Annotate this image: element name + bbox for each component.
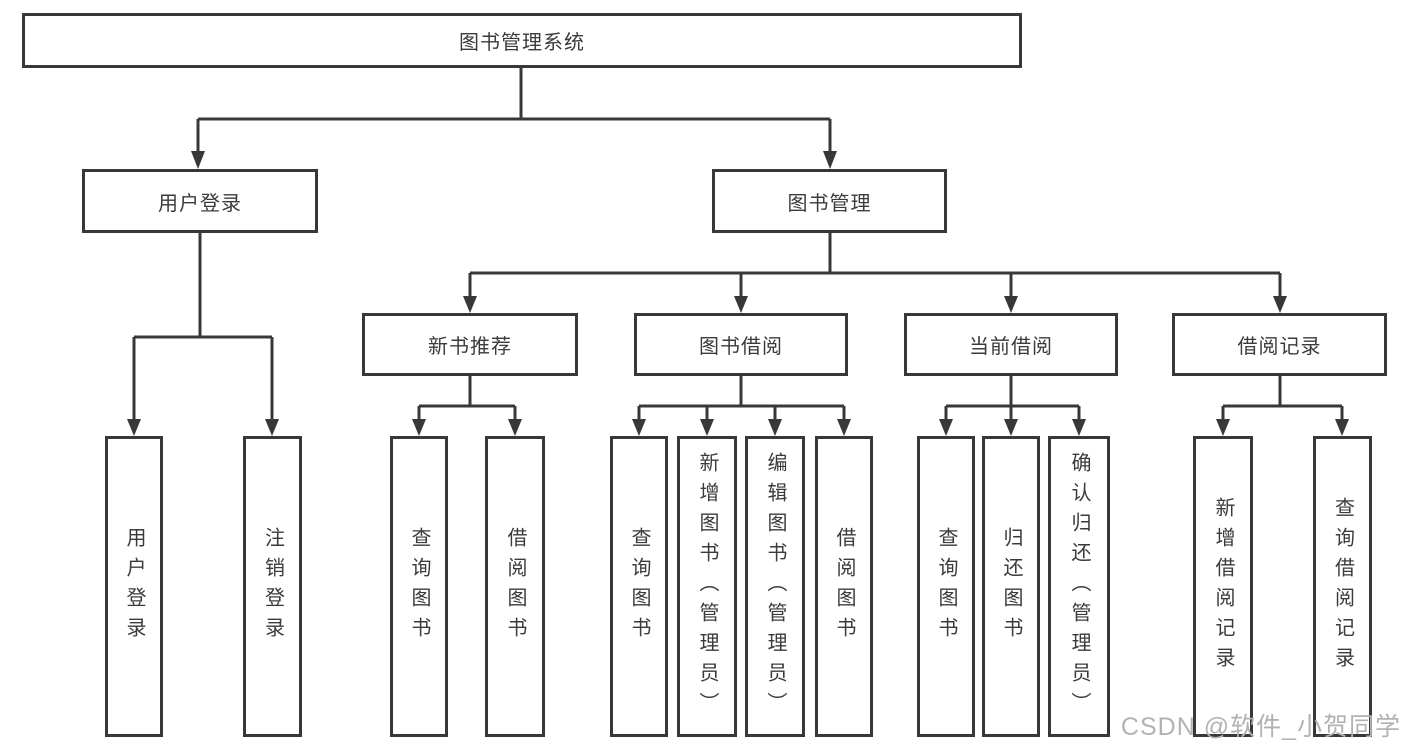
- node-new-book-recommend-label: 新书推荐: [428, 336, 512, 358]
- leaf-logout: 注销登录: [243, 436, 302, 737]
- leaf-newbook-query-book-label: 查询图书: [408, 526, 430, 647]
- leaf-user-login: 用户登录: [105, 436, 163, 737]
- node-borrow-records-label: 借阅记录: [1237, 336, 1322, 358]
- node-root: 图书管理系统: [22, 13, 1022, 68]
- node-new-book-recommend: 新书推荐: [362, 313, 578, 376]
- leaf-newbook-borrow-book-label: 借阅图书: [504, 526, 526, 647]
- node-book-management: 图书管理: [712, 169, 947, 233]
- leaf-newbook-query-book: 查询图书: [390, 436, 448, 737]
- leaf-borrow-edit-book-admin: 编辑图书（管理员）: [745, 436, 805, 737]
- node-current-borrow: 当前借阅: [904, 313, 1118, 376]
- leaf-borrow-query-book: 查询图书: [610, 436, 668, 737]
- leaf-borrow-borrow-book-label: 借阅图书: [833, 526, 855, 647]
- leaf-records-query-record: 查询借阅记录: [1313, 436, 1372, 737]
- leaf-borrow-add-book-admin-label: 新增图书（管理员）: [696, 451, 718, 722]
- node-user-login: 用户登录: [82, 169, 318, 233]
- leaf-current-query-book-label: 查询图书: [935, 526, 957, 647]
- leaf-records-add-record-label: 新增借阅记录: [1212, 496, 1234, 677]
- node-current-borrow-label: 当前借阅: [969, 336, 1053, 358]
- node-book-management-label: 图书管理: [787, 192, 872, 215]
- leaf-current-return-book-label: 归还图书: [1000, 526, 1022, 647]
- leaf-current-confirm-return-admin-label: 确认归还（管理员）: [1068, 451, 1090, 722]
- leaf-newbook-borrow-book: 借阅图书: [485, 436, 545, 737]
- leaf-borrow-add-book-admin: 新增图书（管理员）: [677, 436, 737, 737]
- watermark: CSDN @软件_小贺同学: [1120, 713, 1401, 741]
- leaf-records-query-record-label: 查询借阅记录: [1331, 496, 1354, 677]
- node-root-label: 图书管理系统: [459, 32, 585, 54]
- leaf-logout-label: 注销登录: [261, 526, 284, 647]
- leaf-current-return-book: 归还图书: [982, 436, 1040, 737]
- node-borrow-records: 借阅记录: [1172, 313, 1387, 376]
- node-book-borrow: 图书借阅: [634, 313, 848, 376]
- leaf-current-confirm-return-admin: 确认归还（管理员）: [1048, 436, 1110, 737]
- leaf-borrow-borrow-book: 借阅图书: [815, 436, 873, 737]
- leaf-user-login-label: 用户登录: [123, 526, 145, 647]
- leaf-records-add-record: 新增借阅记录: [1193, 436, 1253, 737]
- node-user-login-label: 用户登录: [158, 192, 242, 215]
- leaf-current-query-book: 查询图书: [917, 436, 975, 737]
- leaf-borrow-edit-book-admin-label: 编辑图书（管理员）: [764, 451, 786, 722]
- node-book-borrow-label: 图书借阅: [699, 336, 783, 358]
- leaf-borrow-query-book-label: 查询图书: [628, 526, 650, 647]
